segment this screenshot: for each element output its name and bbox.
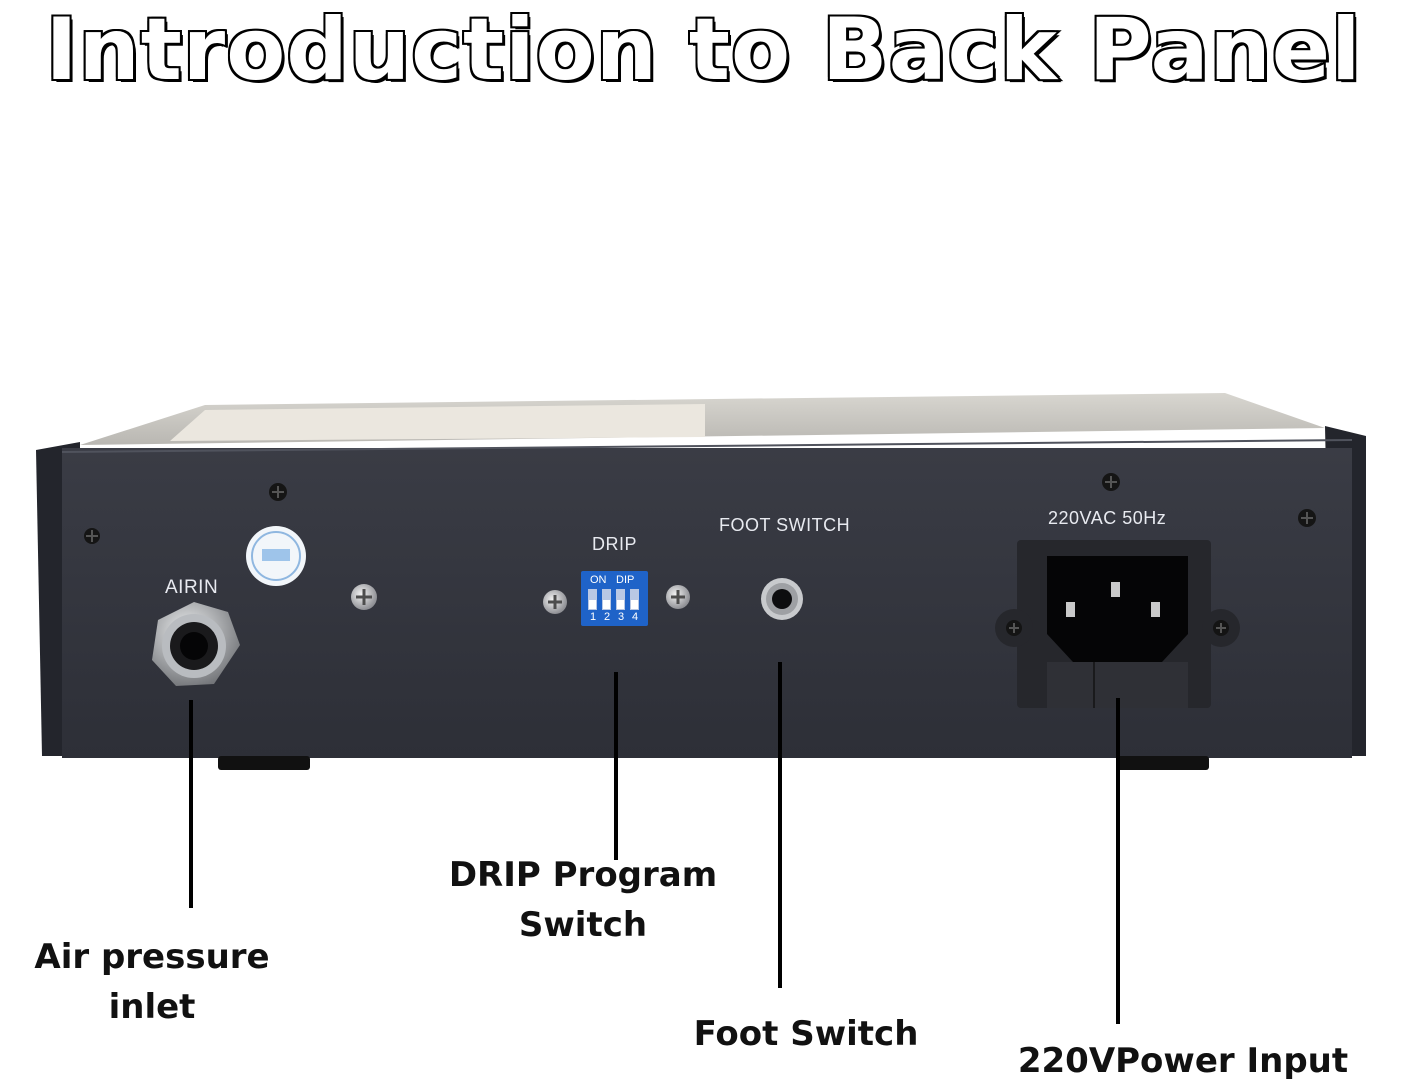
dip-number-4: 4 [632,611,639,623]
screw-icon [543,590,567,614]
foot-left [218,756,310,770]
foot-right [1117,756,1209,770]
callout-drip-line2: Switch [518,905,648,945]
drip-label: DRIP [592,534,638,554]
page-title: Introduction to Back Panel [43,0,1362,102]
dip-switch-icon [581,571,648,626]
power-rating-label: 220VAC 50Hz [1048,508,1167,528]
case-top-label-area [170,404,705,441]
inspection-sticker-icon [246,526,306,586]
leader-line-power [1116,698,1120,1024]
airin-label: AIRIN [165,577,219,598]
screw-icon [269,483,287,501]
dip-number-2: 2 [604,611,611,623]
callout-drip-program-switch: DRIP Program Switch [430,850,736,950]
air-inlet-fitting-icon [152,602,240,686]
dip-number-3: 3 [618,611,625,623]
dip-on-label: ON [590,574,607,586]
callout-drip-line1: DRIP Program [448,855,718,895]
screw-icon [666,585,690,609]
leader-line-foot [778,662,782,988]
callout-air-line2: inlet [108,987,196,1027]
callout-air-line1: Air pressure [34,937,270,977]
dip-name-label: DIP [616,574,635,586]
leader-line-air [189,700,193,908]
screw-icon [1298,509,1316,527]
leader-line-drip [614,672,618,860]
foot-switch-jack-icon [761,578,803,620]
callout-foot-switch: Foot Switch [693,1014,919,1054]
screw-icon [84,528,100,544]
callout-air-pressure-inlet: Air pressure inlet [16,932,288,1032]
screw-icon [351,584,377,610]
callout-power-input: 220VPower Input [1017,1041,1349,1081]
dip-number-1: 1 [590,611,597,623]
power-inlet-icon [995,540,1240,708]
screw-icon [1102,473,1120,491]
foot-switch-label: FOOT SWITCH [719,515,851,535]
